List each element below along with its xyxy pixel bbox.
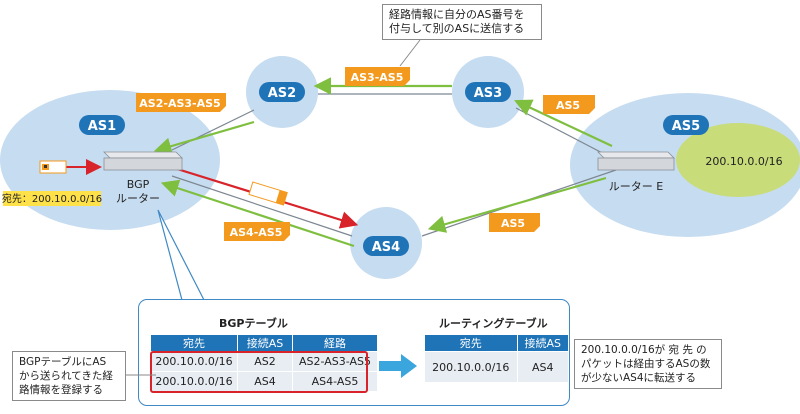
note-top: 経路情報に自分のAS番号を 付与して別のASに送信する — [382, 4, 542, 40]
table-cell: AS4 — [237, 371, 293, 392]
tag-as3-as5: AS3-AS5 — [351, 71, 404, 84]
note-right-line2: パケットは経由するASの数 — [581, 358, 711, 370]
routing-col-as: 接続AS — [516, 334, 570, 352]
bgp-router-icon — [103, 151, 183, 171]
destination-label: 宛先：200.10.0.0/16 — [2, 192, 102, 205]
bgp-router-label: BGP — [127, 178, 150, 191]
table-cell: AS2 — [237, 351, 293, 372]
note-right-line1: 200.10.0.0/16が 宛 先 の — [581, 344, 707, 356]
table-panel: BGPテーブル 宛先 接続AS 経路 200.10.0.0/16 AS2 AS2… — [138, 299, 570, 406]
router-e-icon — [597, 151, 675, 171]
table-cell: 200.10.0.0/16 — [150, 371, 238, 392]
router-e-label: ルーター E — [609, 180, 663, 193]
as5-network-ellipse — [676, 123, 800, 197]
as-labels — [79, 82, 709, 256]
tag-as4-as5: AS4-AS5 — [230, 226, 283, 239]
table-row: 200.10.0.0/16 AS2 AS2-AS3-AS5 — [150, 351, 378, 372]
routing-table-header: 宛先 接続AS — [424, 334, 570, 352]
note-left-connector — [126, 374, 156, 376]
note-left-line2: から送られてきた経 — [19, 370, 113, 382]
bgp-rows-highlight — [150, 351, 368, 393]
tag-as5-to-as3: AS5 — [556, 99, 580, 112]
packet-icon-moving — [248, 181, 288, 206]
routing-table: 宛先 接続AS 200.10.0.0/16 AS4 — [424, 334, 570, 383]
note-right-line3: が少ないAS4に転送する — [581, 372, 697, 384]
table-cell: AS4-AS5 — [292, 371, 378, 392]
note-top-line1: 経路情報に自分のAS番号を — [389, 8, 525, 21]
as1-label: AS1 — [88, 119, 116, 134]
destination-label-bg — [3, 191, 101, 206]
bgp-col-as: 接続AS — [237, 334, 293, 352]
tag-as5-to-as4: AS5 — [501, 217, 525, 230]
routing-table-title: ルーティングテーブル — [439, 317, 548, 330]
table-cell: 200.10.0.0/16 — [424, 351, 518, 383]
bgp-table: 宛先 接続AS 経路 200.10.0.0/16 AS2 AS2-AS3-AS5… — [150, 334, 378, 392]
table-cell: AS2-AS3-AS5 — [292, 351, 378, 372]
table-row: 200.10.0.0/16 AS4 AS4-AS5 — [150, 371, 378, 392]
note-left-line3: 路情報を登録する — [19, 384, 103, 396]
path-tag-shapes — [136, 67, 595, 241]
bgp-router-label-2: ルーター — [116, 192, 160, 205]
bgp-table-title: BGPテーブル — [219, 317, 288, 330]
table-transfer-arrow — [379, 354, 417, 378]
bgp-col-path: 経路 — [292, 334, 378, 352]
note-right: 200.10.0.0/16が 宛 先 の パケットは経由するASの数 が少ないA… — [574, 339, 722, 389]
tag-as2-as3-as5: AS2-AS3-AS5 — [139, 97, 220, 110]
as2-label: AS2 — [268, 86, 296, 101]
bgp-col-destination: 宛先 — [150, 334, 238, 352]
routing-col-destination: 宛先 — [424, 334, 518, 352]
packet-icon — [39, 160, 67, 174]
callout-wedge — [157, 209, 205, 301]
as4-label: AS4 — [372, 240, 400, 255]
as5-label: AS5 — [672, 119, 700, 134]
table-row: 200.10.0.0/16 AS4 — [424, 351, 570, 383]
table-cell: 200.10.0.0/16 — [150, 351, 238, 372]
note-top-line2: 付与して別のASに送信する — [389, 22, 525, 35]
note-left: BGPテーブルにAS から送られてきた経 路情報を登録する — [12, 351, 126, 401]
bgp-table-header: 宛先 接続AS 経路 — [150, 334, 378, 352]
as3-label: AS3 — [474, 86, 502, 101]
table-cell: AS4 — [516, 351, 570, 383]
top-note-connector — [399, 39, 421, 67]
note-left-line1: BGPテーブルにAS — [19, 356, 107, 368]
as5-network-label: 200.10.0.0/16 — [705, 155, 782, 168]
